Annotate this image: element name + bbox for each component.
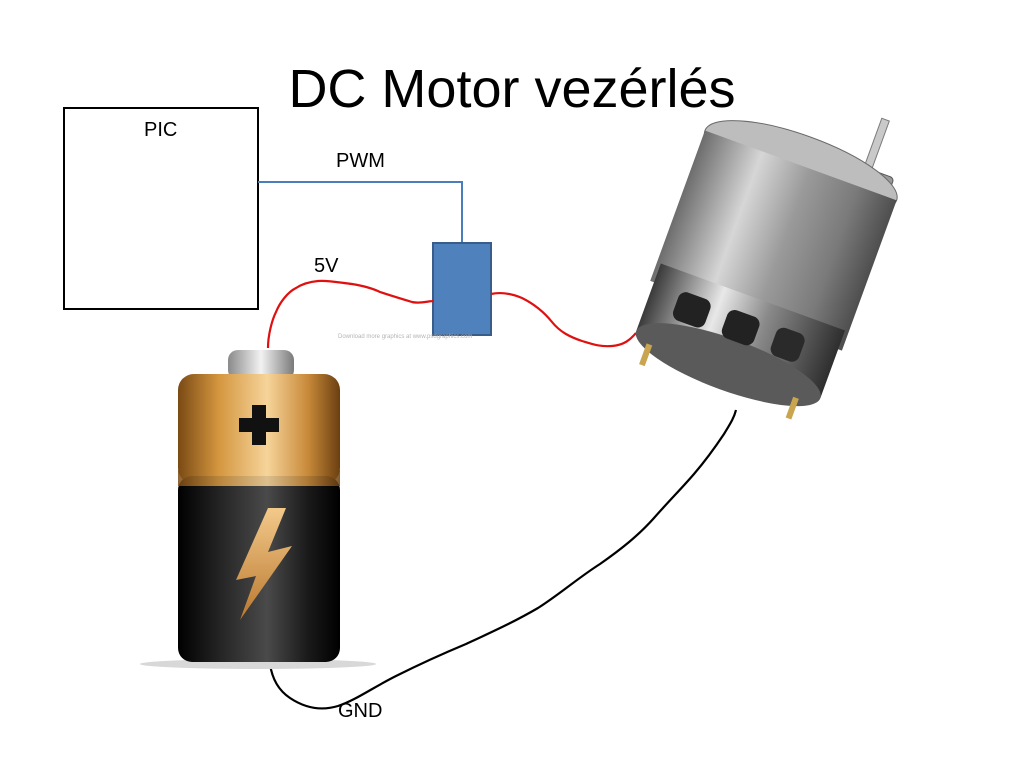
pic-box	[63, 107, 259, 310]
battery-icon	[140, 350, 376, 669]
ground-label: GND	[338, 700, 383, 722]
watermark: Download more graphics at www.psdgraphic…	[338, 334, 473, 340]
dc-motor-icon	[635, 117, 898, 420]
switch-block	[432, 242, 492, 336]
motor-supply-wire	[490, 291, 637, 348]
pic-label: PIC	[144, 119, 178, 141]
lightning-icon	[236, 508, 292, 620]
ground-wire	[268, 409, 738, 710]
supply-label: 5V	[314, 255, 339, 277]
pwm-label: PWM	[336, 150, 385, 172]
plus-icon	[239, 405, 279, 445]
page-title: DC Motor vezérlés	[288, 59, 736, 119]
supply-wire	[266, 279, 435, 349]
pwm-wire	[258, 181, 463, 244]
